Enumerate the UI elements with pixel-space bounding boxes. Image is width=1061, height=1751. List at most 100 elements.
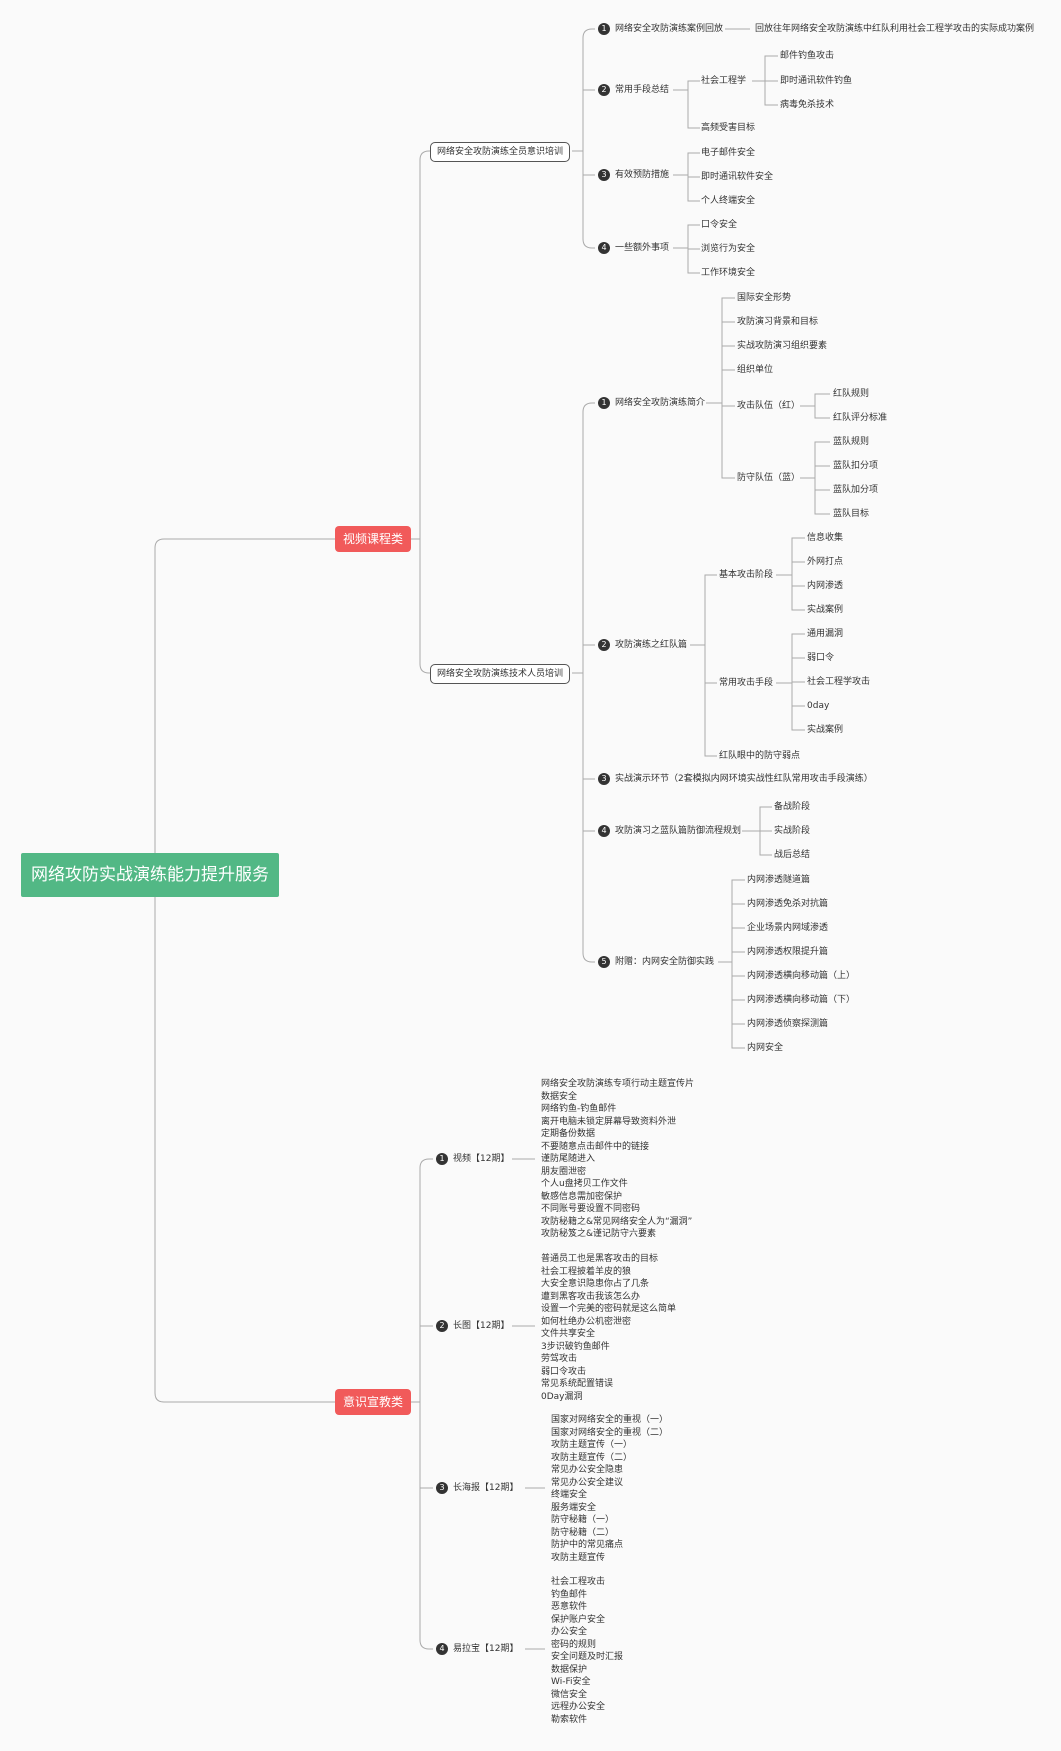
- item-label: 长海报【12期】: [453, 1483, 519, 1493]
- internal-pentest: 内网渗透: [807, 581, 844, 591]
- topic-line: 定期备份数据: [541, 1129, 596, 1139]
- topic-line: 攻防秘笈之&谨记防守六要素: [541, 1229, 657, 1239]
- topic-line: 谨防尾随进入: [541, 1154, 596, 1164]
- external-foothold: 外网打点: [807, 557, 844, 567]
- item-label: 网络安全攻防演练简介: [615, 398, 706, 408]
- topic-line: 不要随意点击邮件中的链接: [541, 1141, 650, 1152]
- common-attack-methods: 常用攻击手段: [719, 678, 774, 688]
- topic-line: 离开电脑未锁定屏幕导致资料外泄: [541, 1116, 677, 1127]
- blue-team-bonus: 蓝队加分项: [833, 485, 879, 495]
- number-badge: 2: [436, 1320, 448, 1332]
- appendix-item: 内网渗透侦察探测篇: [747, 1019, 829, 1029]
- topic-line: 网络安全攻防演练专项行动主题宣传片: [541, 1079, 695, 1089]
- info-gathering: 信息收集: [807, 533, 844, 543]
- rollup-topic-list: 社会工程攻击钓鱼邮件恶意软件保护账户安全办公安全密码的规则安全问题及时汇报数据保…: [551, 1576, 623, 1726]
- course-technical-staff: 网络安全攻防演练技术人员培训: [430, 664, 571, 684]
- item-label: 实战演示环节（2套模拟内网环境实战性红队常用攻击手段演练）: [615, 774, 873, 784]
- topic-line: 数据保护: [551, 1664, 588, 1675]
- number-badge: 2: [598, 639, 610, 651]
- item-label: 易拉宝【12期】: [453, 1644, 519, 1654]
- topic-line: 防守秘籍（二）: [551, 1527, 615, 1538]
- topic-line: 遭到黑客攻击我该怎么办: [541, 1291, 641, 1302]
- topic-line: 安全问题及时汇报: [551, 1652, 624, 1662]
- appendix-item: 内网安全: [747, 1043, 784, 1053]
- topic-line: 攻防主题宣传: [551, 1552, 606, 1563]
- topic-line: 文件共享安全: [541, 1329, 596, 1339]
- red-team-scoring: 红队评分标准: [833, 413, 888, 423]
- appendix-item: 内网渗透隧道篇: [747, 875, 811, 885]
- email-phishing: 邮件钓鱼攻击: [780, 51, 835, 61]
- drill-background: 攻防演习背景和目标: [737, 317, 819, 327]
- topic-line: 敏感信息需加密保护: [541, 1191, 623, 1202]
- topic-line: 勒索软件: [551, 1714, 588, 1725]
- drill-org-elements: 实战攻防演习组织要素: [737, 341, 828, 351]
- course2-item-5: 5 附赠：内网安全防御实践: [598, 955, 714, 970]
- number-badge: 3: [436, 1482, 448, 1494]
- email-security: 电子邮件安全: [701, 148, 756, 158]
- topic-line: 如何杜绝办公机密泄密: [541, 1316, 632, 1327]
- prep-phase: 备战阶段: [774, 802, 811, 812]
- intl-security-situation: 国际安全形势: [737, 293, 792, 303]
- password-security: 口令安全: [701, 220, 738, 230]
- topic-line: 朋友圈泄密: [541, 1166, 587, 1177]
- topic-line: 恶意软件: [551, 1602, 588, 1612]
- number-badge: 3: [598, 169, 610, 181]
- blue-team-goals: 蓝队目标: [833, 509, 870, 519]
- topic-line: 大安全意识隐患你占了几条: [541, 1279, 650, 1289]
- long-image-topic-list: 普通员工也是黑客攻击的目标社会工程披着羊皮的狼大安全意识隐患你占了几条遭到黑客攻…: [541, 1253, 676, 1403]
- av-evasion: 病毒免杀技术: [780, 100, 835, 110]
- item-label: 一些额外事项: [615, 243, 670, 253]
- topic-line: 社会工程攻击: [551, 1577, 606, 1587]
- awareness-item-poster: 3 长海报【12期】: [436, 1481, 518, 1496]
- basic-attack-phase: 基本攻击阶段: [719, 570, 774, 580]
- topic-line: 防守秘籍（一）: [551, 1515, 615, 1525]
- category-awareness: 意识宣教类: [335, 1389, 412, 1415]
- blue-team-deductions: 蓝队扣分项: [833, 461, 879, 471]
- topic-line: 攻防主题宣传（二）: [551, 1452, 633, 1463]
- topic-line: 密码的规则: [551, 1639, 597, 1650]
- topic-line: 远程办公安全: [551, 1702, 606, 1712]
- course2-item-4: 4 攻防演习之蓝队篇防御流程规划: [598, 824, 741, 839]
- organizer: 组织单位: [737, 365, 774, 375]
- real-case-1: 实战案例: [807, 605, 844, 615]
- item-label: 攻防演练之红队篇: [615, 640, 688, 650]
- topic-line: 防护中的常见痛点: [551, 1540, 624, 1550]
- case-replay-note: 回放往年网络安全攻防演练中红队利用社会工程学攻击的实际成功案例: [755, 24, 1035, 34]
- attack-team-red: 攻击队伍（红）: [737, 401, 801, 411]
- appendix-item: 内网渗透权限提升篇: [747, 947, 829, 957]
- blue-team-rules: 蓝队规则: [833, 437, 870, 447]
- topic-line: 终端安全: [551, 1490, 588, 1500]
- topic-line: 普通员工也是黑客攻击的目标: [541, 1254, 659, 1264]
- endpoint-security: 个人终端安全: [701, 196, 756, 206]
- item-label: 有效预防措施: [615, 170, 670, 180]
- item-label: 攻防演习之蓝队篇防御流程规划: [615, 826, 742, 836]
- topic-line: 常见办公安全建议: [551, 1477, 624, 1488]
- im-phishing: 即时通讯软件钓鱼: [780, 76, 853, 86]
- real-case-2: 实战案例: [807, 725, 844, 735]
- topic-line: 攻防秘籍之&常见网络安全人为“漏洞”: [541, 1216, 693, 1227]
- number-badge: 4: [598, 825, 610, 837]
- root-topic: 网络攻防实战演练能力提升服务: [21, 853, 279, 897]
- combat-phase: 实战阶段: [774, 826, 811, 836]
- common-vulns: 通用漏洞: [807, 629, 844, 639]
- topic-line: 微信安全: [551, 1689, 588, 1700]
- topic-line: 国家对网络安全的重视（二）: [551, 1427, 669, 1438]
- high-frequency-targets: 高频受害目标: [701, 123, 756, 133]
- number-badge: 1: [598, 23, 610, 35]
- item-label: 附赠：内网安全防御实践: [615, 957, 715, 967]
- topic-line: 国家对网络安全的重视（一）: [551, 1415, 669, 1425]
- course2-item-2: 2 攻防演练之红队篇: [598, 638, 687, 653]
- topic-line: 3步识破钓鱼邮件: [541, 1341, 610, 1352]
- im-security: 即时通讯软件安全: [701, 172, 774, 182]
- category-video-courses: 视频课程类: [335, 526, 412, 552]
- number-badge: 5: [598, 956, 610, 968]
- topic-line: 办公安全: [551, 1627, 588, 1637]
